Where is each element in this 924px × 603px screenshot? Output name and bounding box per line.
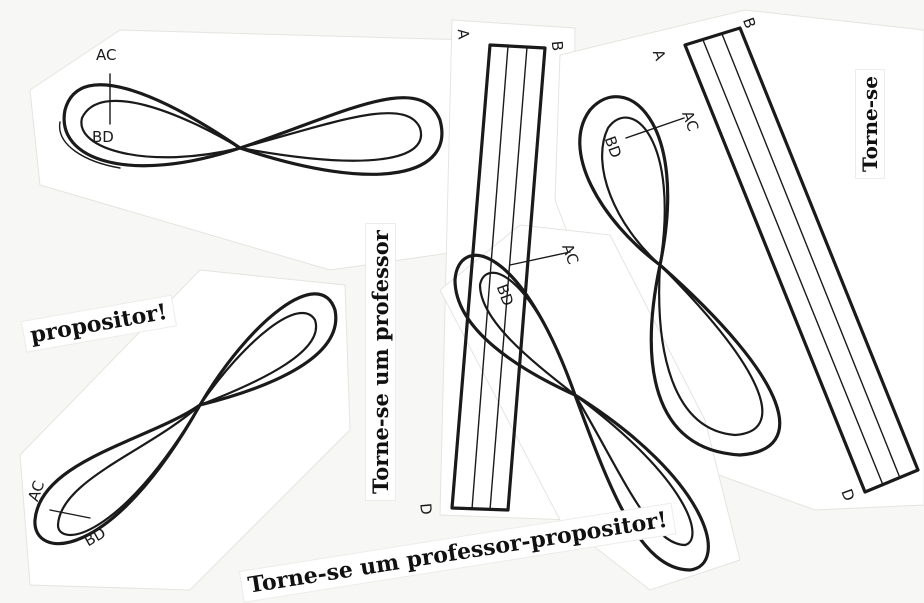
label-a-center-strip: A <box>454 28 473 40</box>
slogan-torne-se-um-professor: Torne-se um professor <box>366 224 395 500</box>
label-ac-top-left: AC <box>96 46 116 64</box>
label-b-center-strip: B <box>548 40 567 52</box>
label-d-center-strip: D <box>416 502 435 515</box>
label-bd-top-left: BD <box>92 128 114 146</box>
slogan-torne-se: Torne-se <box>856 70 884 178</box>
